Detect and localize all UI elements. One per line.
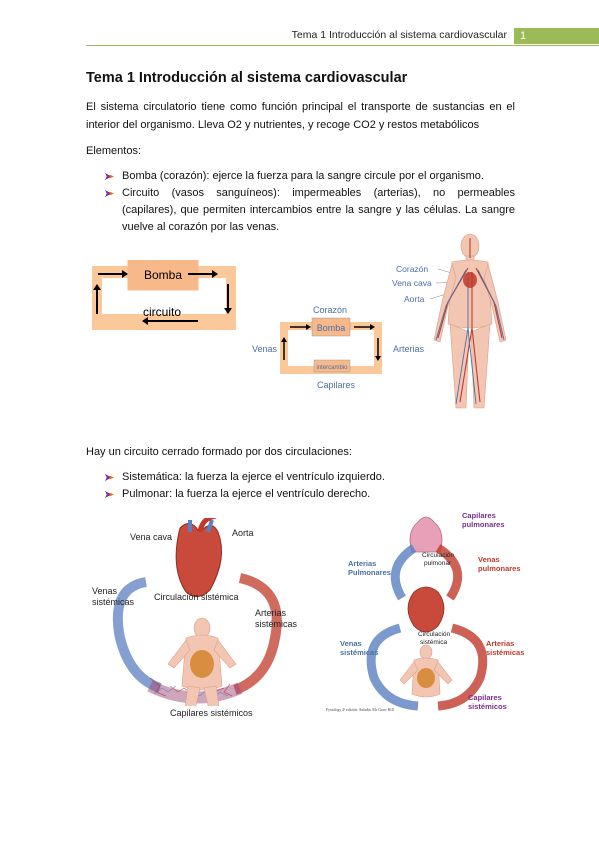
document-body: Tema 1 Introducción al sistema cardiovas… bbox=[86, 70, 515, 236]
heart-circuit-diagram: Corazón Bomba intercambio Venas Arterias… bbox=[252, 305, 425, 390]
bomba-label: Bomba bbox=[144, 268, 182, 282]
list-item: Circuito (vasos sanguíneos): impermeable… bbox=[104, 185, 515, 236]
page-number: 1 bbox=[514, 28, 599, 44]
corazon-label: Corazón bbox=[313, 305, 347, 315]
arterias-sistemicas-label-1: Arterias bbox=[255, 608, 287, 618]
list-item-text: Circuito (vasos sanguíneos): impermeable… bbox=[122, 187, 515, 233]
circulations-list: Sistemática: la fuerza la ejerce el vent… bbox=[104, 469, 515, 503]
venas-pulmonares-label-1: Venas bbox=[478, 555, 500, 564]
page-title: Tema 1 Introducción al sistema cardiovas… bbox=[86, 70, 408, 86]
circuito-label: circuito bbox=[143, 305, 181, 319]
arterias-sistemicas-label-1: Arterias bbox=[486, 639, 514, 648]
vena-cava-label: Vena cava bbox=[130, 532, 172, 542]
circulacion-sistemica-label: Circulación sistémica bbox=[154, 592, 239, 602]
arterias-label: Arterias bbox=[393, 344, 425, 354]
venas-label: Venas bbox=[252, 344, 278, 354]
arrow-bullet-icon bbox=[104, 172, 115, 181]
capilares-pulmonares-label-1: Capilares bbox=[462, 511, 496, 520]
circulacion-sistemica-label-2: sistémica bbox=[420, 639, 447, 646]
circulacion-pulmonar-label-2: pulmonar bbox=[424, 560, 452, 567]
circulacion-pulmonar-label-1: Circulación bbox=[422, 552, 455, 559]
list-item-text: Bomba (corazón): ejerce la fuerza para l… bbox=[122, 170, 484, 182]
list-item-text: Sistemática: la fuerza la ejerce el vent… bbox=[122, 471, 385, 483]
elements-list: Bomba (corazón): ejerce la fuerza para l… bbox=[104, 168, 515, 236]
arrow-bullet-icon bbox=[104, 473, 115, 482]
circuit-intro: Hay un circuito cerrado formado por dos … bbox=[86, 446, 352, 458]
pump-circuit-diagram: Bomba circuito bbox=[92, 260, 236, 330]
arterias-pulmonares-label-2: Pulmonares bbox=[348, 568, 391, 577]
arterias-sistemicas-label-2: sistémicas bbox=[255, 619, 298, 629]
aorta-label: Aorta bbox=[232, 528, 254, 538]
elements-label: Elementos: bbox=[86, 145, 142, 157]
list-item-text: Pulmonar: la fuerza la ejerce el ventríc… bbox=[122, 488, 371, 500]
bomba-label: Bomba bbox=[317, 323, 346, 333]
human-circulation-figure: Corazón Vena cava Aorta bbox=[392, 233, 507, 409]
pulmonary-systemic-figure: Capilares pulmonares Arterias Pulmonares… bbox=[326, 511, 524, 712]
body-vena-cava-label: Vena cava bbox=[392, 278, 432, 288]
capilares-pulmonares-label-2: pulmonares bbox=[462, 520, 505, 529]
header-title: Tema 1 Introducción al sistema cardiovas… bbox=[291, 29, 507, 41]
body-corazon-label: Corazón bbox=[396, 264, 428, 274]
venas-sistemicas-label-1: Venas bbox=[340, 639, 362, 648]
figure-credit: Fysiology 4ª edición. Saladin. Mc Graw H… bbox=[326, 708, 395, 712]
arterias-sistemicas-label-2: sistémicas bbox=[486, 648, 524, 657]
page-header: Tema 1 Introducción al sistema cardiovas… bbox=[0, 28, 599, 45]
venas-sistemicas-label-2: sistémicas bbox=[340, 648, 378, 657]
systemic-circulation-figure: Vena cava Aorta Venas sistémicas Circula… bbox=[92, 518, 298, 718]
arrow-bullet-icon bbox=[104, 490, 115, 499]
arrow-bullet-icon bbox=[104, 189, 115, 198]
list-item: Bomba (corazón): ejerce la fuerza para l… bbox=[104, 168, 515, 185]
capilares-label: Capilares bbox=[317, 380, 356, 390]
list-item: Pulmonar: la fuerza la ejerce el ventríc… bbox=[104, 486, 515, 503]
intro-paragraph: El sistema circulatorio tiene como funci… bbox=[86, 101, 515, 131]
list-item: Sistemática: la fuerza la ejerce el vent… bbox=[104, 469, 515, 486]
venas-pulmonares-label-2: pulmonares bbox=[478, 564, 521, 573]
arterias-pulmonares-label-1: Arterias bbox=[348, 559, 376, 568]
venas-sistemicas-label-1: Venas bbox=[92, 586, 118, 596]
circulacion-sistemica-label-1: Circulación bbox=[418, 631, 451, 638]
venas-sistemicas-label-2: sistémicas bbox=[92, 597, 135, 607]
capilares-sistemicos-label-2: sistémicos bbox=[468, 702, 507, 711]
capilares-sistemicos-label: Capilares sistémicos bbox=[170, 708, 253, 718]
body-aorta-label: Aorta bbox=[404, 294, 425, 304]
header-divider bbox=[86, 45, 599, 46]
capilares-sistemicos-label-1: Capilares bbox=[468, 693, 502, 702]
intercambio-label: intercambio bbox=[316, 365, 348, 371]
circulations-section: Hay un circuito cerrado formado por dos … bbox=[86, 443, 515, 503]
